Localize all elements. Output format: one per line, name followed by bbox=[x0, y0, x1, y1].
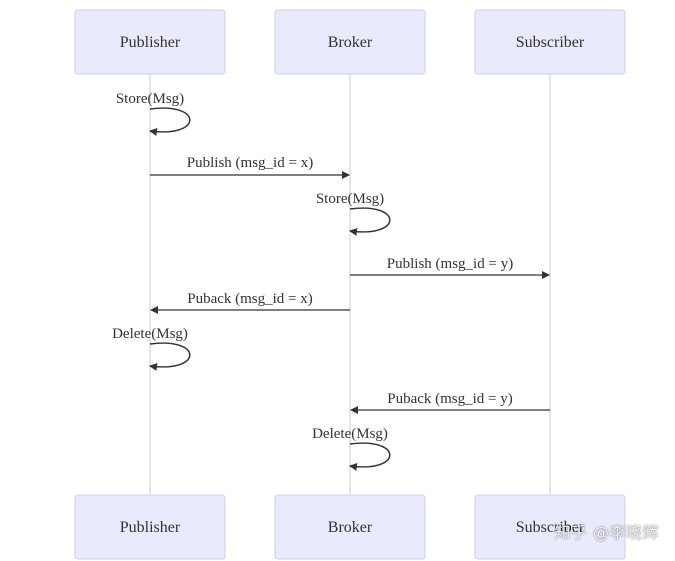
self-loop-arrow bbox=[149, 107, 191, 136]
message-self-store-broker: Store(Msg) bbox=[316, 191, 391, 236]
message-label: Publish (msg_id = x) bbox=[187, 155, 313, 171]
actor-subscriber-top: Subscriber bbox=[474, 9, 626, 75]
actor-label: Publisher bbox=[120, 519, 181, 536]
actor-label: Broker bbox=[328, 34, 373, 51]
actor-label: Broker bbox=[328, 519, 373, 536]
watermark: 知乎 @李晓辉 bbox=[554, 523, 659, 542]
actor-broker-bottom: Broker bbox=[274, 494, 426, 560]
message-self-delete-broker: Delete(Msg) bbox=[312, 426, 391, 471]
actor-publisher-top: Publisher bbox=[74, 9, 226, 75]
message-label: Delete(Msg) bbox=[312, 426, 388, 442]
actor-broker-top: Broker bbox=[274, 9, 426, 75]
message-label: Delete(Msg) bbox=[112, 326, 188, 342]
message-label: Publish (msg_id = y) bbox=[387, 256, 513, 272]
actor-label: Publisher bbox=[120, 34, 181, 51]
actor-label: Subscriber bbox=[516, 519, 585, 536]
message-publish-y: Publish (msg_id = y) bbox=[350, 256, 550, 279]
self-loop-arrow bbox=[149, 342, 191, 371]
actor-publisher-bottom: Publisher bbox=[74, 494, 226, 560]
actor-label: Subscriber bbox=[516, 34, 585, 51]
message-label: Store(Msg) bbox=[116, 91, 184, 107]
message-self-delete-publisher: Delete(Msg) bbox=[112, 326, 191, 371]
message-puback-y: Puback (msg_id = y) bbox=[350, 391, 550, 414]
message-self-store-publisher: Store(Msg) bbox=[116, 91, 191, 136]
self-loop-arrow bbox=[349, 442, 391, 471]
message-label: Puback (msg_id = y) bbox=[387, 391, 513, 407]
message-publish-x: Publish (msg_id = x) bbox=[150, 155, 350, 179]
message-puback-x: Puback (msg_id = x) bbox=[150, 291, 350, 314]
message-label: Store(Msg) bbox=[316, 191, 384, 207]
self-loop-arrow bbox=[349, 207, 391, 236]
actor-subscriber-bottom: Subscriber bbox=[474, 494, 626, 560]
message-label: Puback (msg_id = x) bbox=[187, 291, 313, 307]
